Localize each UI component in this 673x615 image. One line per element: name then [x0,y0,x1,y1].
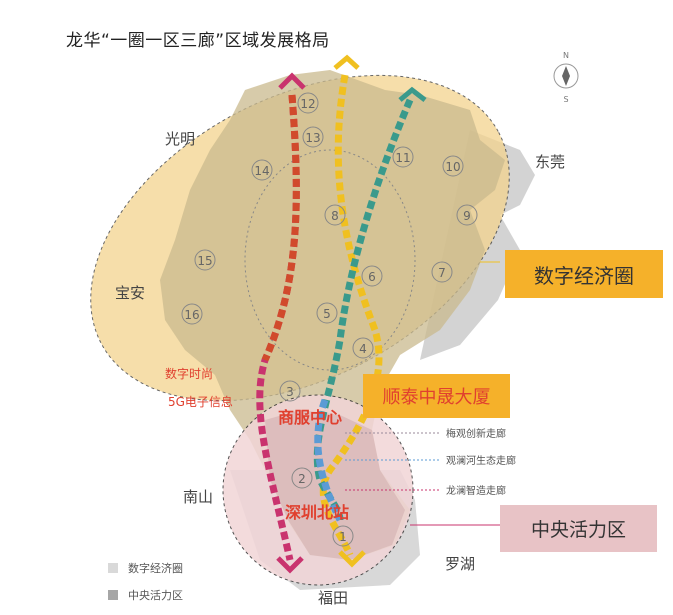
central-zone-land [265,410,405,560]
label-guangming: 光明 [165,130,195,148]
svg-text:10: 10 [445,160,460,174]
inner-dotted-ring [244,149,416,371]
arrow-down-magenta [276,556,304,574]
arrow-up-yellow [333,54,360,70]
zone-12: 12 [297,92,319,114]
zone-11: 11 [392,146,414,168]
blue-corridor-line [314,398,344,522]
zone-3: 3 [279,380,301,402]
svg-text:9: 9 [463,209,471,223]
label-dongguan: 东莞 [535,153,565,171]
guanlan-corridor-line [319,74,383,557]
svg-text:6: 6 [368,270,376,284]
red-corridor-line [261,94,300,362]
compass-icon: N S [553,51,579,104]
svg-text:N: N [563,51,569,60]
zone-15: 15 [194,249,216,271]
svg-text:1: 1 [339,530,347,544]
svg-text:16: 16 [184,308,199,322]
label-shenzhen-north: 深圳北站 [285,503,349,522]
svg-text:11: 11 [395,151,410,165]
svg-text:S: S [563,95,568,104]
zone-5: 5 [316,302,338,324]
svg-text:12: 12 [300,97,315,111]
arrow-up-teal [398,86,427,102]
zone-4: 4 [352,337,374,359]
legend-item-central-zone: 中央活力区 [108,587,183,603]
longlan-corridor-line [313,98,414,521]
zone-14: 14 [251,159,273,181]
map-title: 龙华“一圈一区三廊”区域发展格局 [66,31,330,51]
label-longlan-corridor: 龙澜智造走廊 [446,484,506,497]
svg-text:2: 2 [298,472,306,486]
zone-1: 1 [332,525,354,547]
zone-8: 8 [324,204,346,226]
legend-swatch [108,590,118,600]
callout-digital-economy-circle: 数字经济圈 [505,250,663,298]
label-baoan: 宝安 [115,284,145,302]
legend-swatch [108,563,118,573]
zone-2: 2 [291,467,313,489]
zone-10: 10 [442,155,464,177]
label-guanlan-corridor: 观澜河生态走廊 [446,454,516,467]
svg-text:8: 8 [331,209,339,223]
svg-text:15: 15 [197,254,212,268]
svg-text:3: 3 [286,385,294,399]
longhua-district-land [160,70,505,560]
zone-9: 9 [456,204,478,226]
svg-text:14: 14 [254,164,269,178]
callout-shuntai-building: 顺泰中晟大厦 [363,374,510,418]
label-digital-fashion: 数字时尚 [165,366,213,381]
zone-6: 6 [361,265,383,287]
svg-text:4: 4 [359,342,367,356]
label-luohu: 罗湖 [445,555,475,573]
svg-text:5: 5 [323,307,331,321]
label-meiguan-corridor: 梅观创新走廊 [446,427,506,440]
label-5g-info: 5G电子信息 [168,394,233,409]
label-futian: 福田 [318,589,348,607]
arrow-down-yellow [338,550,366,568]
zone-13: 13 [302,126,324,148]
zone-16: 16 [181,303,203,325]
label-nanshan: 南山 [183,488,213,506]
svg-text:13: 13 [305,131,320,145]
legend-label: 数字经济圈 [128,562,183,575]
arrow-up-magenta [278,72,306,90]
legend-item-digital-economy: 数字经济圈 [108,560,183,576]
svg-text:7: 7 [438,266,446,280]
zone-7: 7 [431,261,453,283]
label-commercial-center: 商服中心 [278,408,342,427]
callout-central-vitality-zone: 中央活力区 [500,505,657,552]
legend-label: 中央活力区 [128,589,183,602]
